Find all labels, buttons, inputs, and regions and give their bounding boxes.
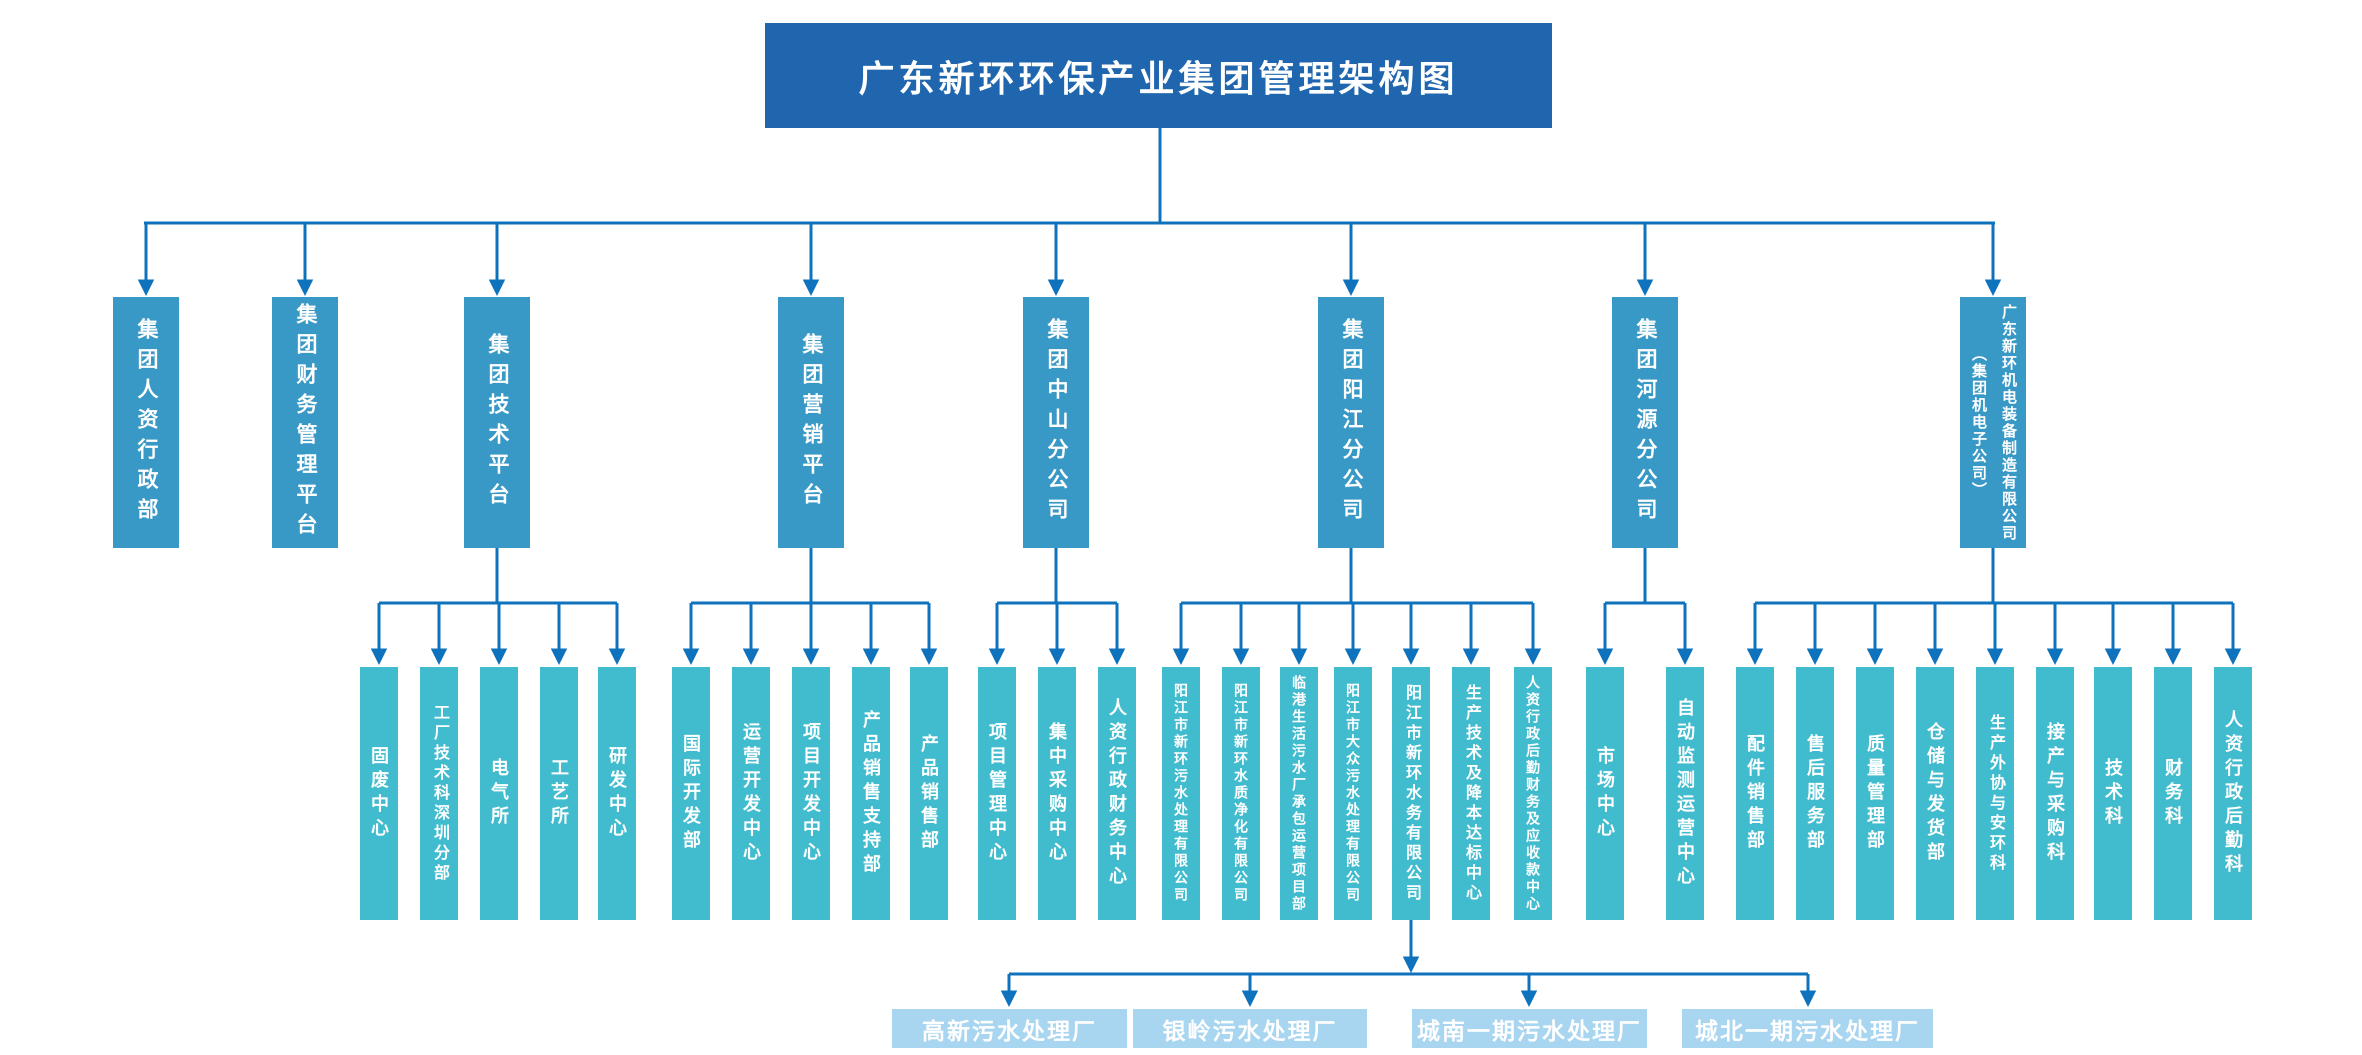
node-label: 电气所	[489, 757, 509, 830]
node-label: 国际开发部	[681, 733, 701, 854]
node-dazhong-sewage-co: 阳江市大众污水处理有限公司	[1334, 667, 1372, 920]
node-label: 市场中心	[1595, 745, 1615, 842]
node-label: 质量管理部	[1865, 733, 1885, 854]
node-quality-mgmt-dept: 质量管理部	[1856, 667, 1894, 920]
node-label: 接产与采购科	[2045, 721, 2065, 866]
node-xinhuan-water-quality-co: 阳江市新环水质净化有限公司	[1222, 667, 1260, 920]
node-label: 阳江市新环水质净化有限公司	[1233, 683, 1249, 904]
node-label-main: 广东新环机电装备制造有限公司	[2000, 303, 2017, 542]
node-auto-monitoring-ops-center: 自动监测运营中心	[1666, 667, 1704, 920]
node-group-hr-admin-dept: 集团人资行政部	[113, 297, 179, 548]
node-finance-dept: 财务科	[2154, 667, 2192, 920]
node-lingang-sewage-project-dept: 临港生活污水厂承包运营项目部	[1280, 667, 1318, 920]
node-label: 产品销售支持部	[861, 709, 881, 878]
org-root-label: 广东新环环保产业集团管理架构图	[858, 57, 1459, 99]
node-label: 工艺所	[549, 757, 569, 830]
node-label: 集团营销平台	[800, 332, 823, 513]
node-label: 银岭污水处理厂	[1162, 1017, 1338, 1044]
node-ops-dev-center: 运营开发中心	[732, 667, 770, 920]
node-label-sub: （集团机电子公司）	[1970, 346, 1987, 499]
node-gaoxin-plant: 高新污水处理厂	[892, 1009, 1127, 1048]
node-hr-admin-logistics-finance-center: 人资行政后勤财务及应收款中心	[1514, 667, 1552, 920]
node-label: 固废中心	[369, 745, 389, 842]
node-label: 城北一期污水处理厂	[1695, 1017, 1920, 1044]
node-label: 人资行政后勤财务及应收款中心	[1525, 674, 1541, 913]
node-label: 阳江市大众污水处理有限公司	[1345, 683, 1361, 904]
node-label: 项目开发中心	[801, 721, 821, 866]
node-parts-sales-dept: 配件销售部	[1736, 667, 1774, 920]
node-label: 高新污水处理厂	[922, 1017, 1097, 1044]
node-label: 仓储与发货部	[1925, 721, 1945, 866]
node-electrical-institute: 电气所	[480, 667, 518, 920]
node-xinhuan-water-affairs-co: 阳江市新环水务有限公司	[1392, 667, 1430, 920]
node-label: 生产外协与安环科	[1987, 713, 2004, 874]
node-group-tech-platform: 集团技术平台	[464, 297, 530, 548]
node-solid-waste-center: 固废中心	[360, 667, 398, 920]
node-process-institute: 工艺所	[540, 667, 578, 920]
node-hr-admin-finance-center: 人资行政财务中心	[1098, 667, 1136, 920]
node-product-sales-dept: 产品销售部	[910, 667, 948, 920]
node-heyuan-branch: 集团河源分公司	[1612, 297, 1678, 548]
node-label: 集团中山分公司	[1045, 317, 1068, 528]
node-label: 运营开发中心	[741, 721, 761, 866]
node-label: 集团阳江分公司	[1340, 317, 1363, 528]
node-rd-center: 研发中心	[598, 667, 636, 920]
node-label: 工厂技术科深圳分部	[431, 703, 448, 884]
node-label: 集团财务管理平台	[294, 302, 317, 543]
node-label: 生产技术及降本达标中心	[1463, 683, 1480, 904]
node-label: 财务科	[2163, 757, 2183, 830]
node-production-outsourcing-safety-dept: 生产外协与安环科	[1976, 667, 2014, 920]
node-label: 城南一期污水处理厂	[1417, 1017, 1642, 1044]
node-label: 集中采购中心	[1047, 721, 1067, 866]
node-after-sales-dept: 售后服务部	[1796, 667, 1834, 920]
node-label: 人资行政后勤科	[2223, 709, 2243, 878]
node-chengbei-plant: 城北一期污水处理厂	[1682, 1009, 1933, 1048]
node-project-dev-center: 项目开发中心	[792, 667, 830, 920]
node-label: 阳江市新环污水处理有限公司	[1173, 683, 1189, 904]
node-yangjiang-branch: 集团阳江分公司	[1318, 297, 1384, 548]
node-handover-procurement-dept: 接产与采购科	[2036, 667, 2074, 920]
node-label: 售后服务部	[1805, 733, 1825, 854]
node-label: 阳江市新环水务有限公司	[1403, 683, 1420, 904]
node-central-procurement-center: 集中采购中心	[1038, 667, 1076, 920]
node-label: 配件销售部	[1745, 733, 1765, 854]
node-label: 人资行政财务中心	[1107, 697, 1127, 890]
node-market-center: 市场中心	[1586, 667, 1624, 920]
node-prod-tech-cost-center: 生产技术及降本达标中心	[1452, 667, 1490, 920]
node-label: 技术科	[2103, 757, 2123, 830]
node-label: 广东新环机电装备制造有限公司 （集团机电子公司）	[1963, 304, 2023, 542]
node-label: 研发中心	[607, 745, 627, 842]
node-label: 集团人资行政部	[135, 317, 158, 528]
node-yinling-plant: 银岭污水处理厂	[1133, 1009, 1367, 1048]
node-label: 集团技术平台	[486, 332, 509, 513]
node-electromech-subsidiary: 广东新环机电装备制造有限公司 （集团机电子公司）	[1960, 297, 2026, 548]
org-root-box: 广东新环环保产业集团管理架构图	[765, 23, 1552, 128]
node-label: 产品销售部	[919, 733, 939, 854]
node-chengnan-plant: 城南一期污水处理厂	[1412, 1009, 1647, 1048]
node-xinhuan-sewage-co: 阳江市新环污水处理有限公司	[1162, 667, 1200, 920]
node-hr-admin-logistics-dept: 人资行政后勤科	[2214, 667, 2252, 920]
node-warehouse-shipping-dept: 仓储与发货部	[1916, 667, 1954, 920]
node-factory-tech-shenzhen: 工厂技术科深圳分部	[420, 667, 458, 920]
node-technology-dept: 技术科	[2094, 667, 2132, 920]
node-label: 项目管理中心	[987, 721, 1007, 866]
node-group-finance-mgmt-platform: 集团财务管理平台	[272, 297, 338, 548]
node-label: 临港生活污水厂承包运营项目部	[1291, 674, 1307, 913]
node-zhongshan-branch: 集团中山分公司	[1023, 297, 1089, 548]
node-product-sales-support-dept: 产品销售支持部	[852, 667, 890, 920]
node-group-marketing-platform: 集团营销平台	[778, 297, 844, 548]
node-project-mgmt-center: 项目管理中心	[978, 667, 1016, 920]
node-label: 集团河源分公司	[1634, 317, 1657, 528]
node-intl-dev-dept: 国际开发部	[672, 667, 710, 920]
node-label: 自动监测运营中心	[1675, 697, 1695, 890]
